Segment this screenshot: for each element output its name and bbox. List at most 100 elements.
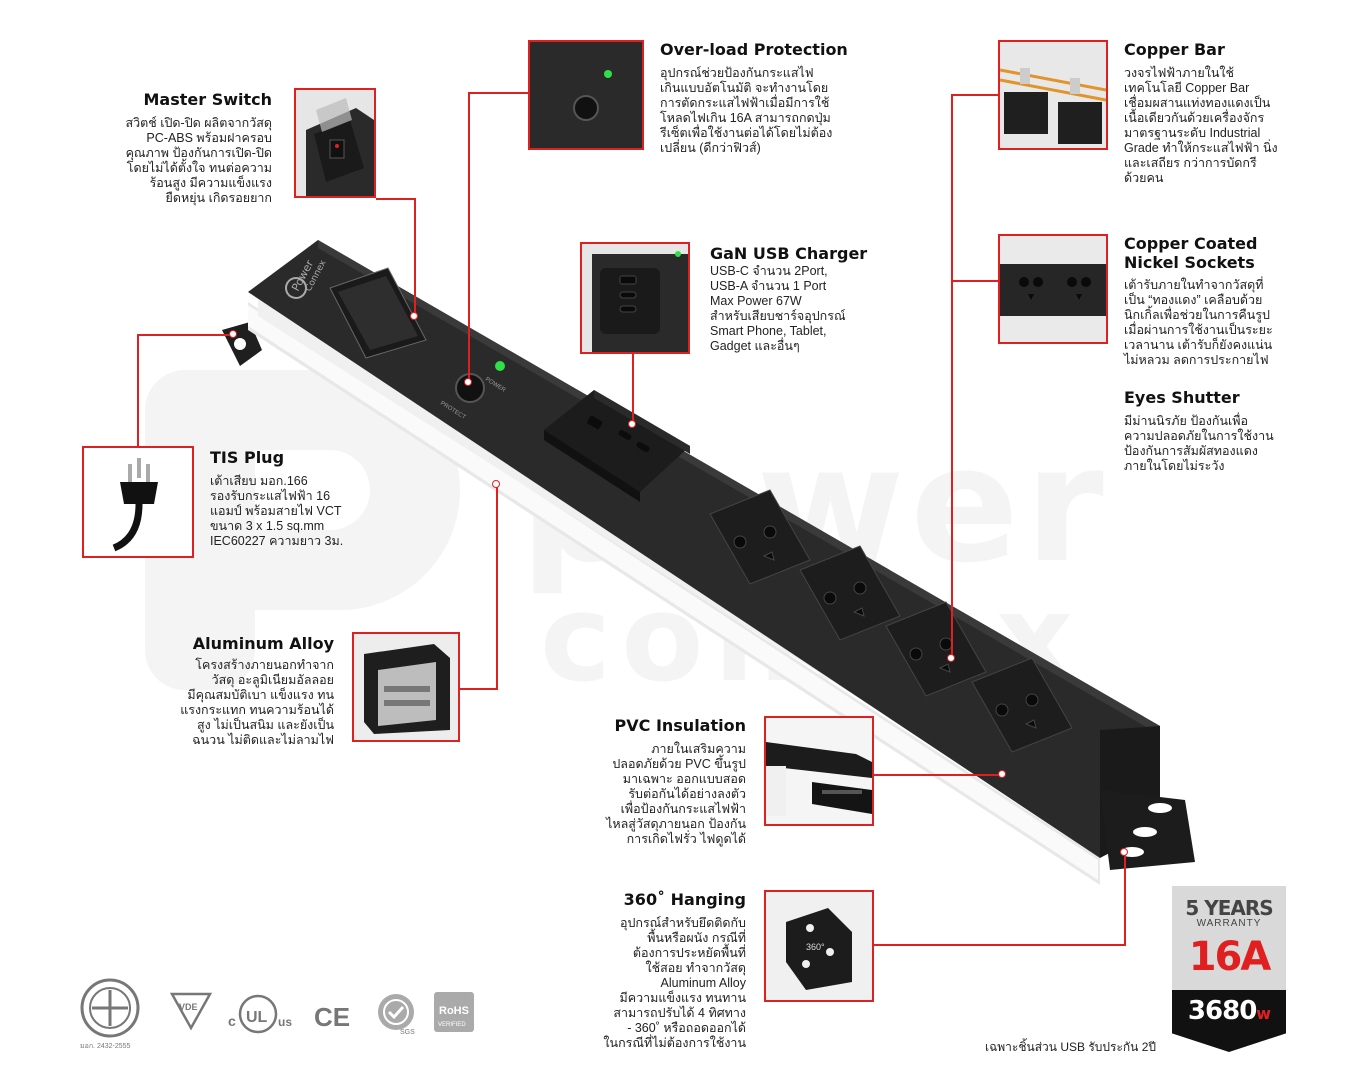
connector-alu-dot xyxy=(492,480,500,488)
desc-line: อุปกรณ์สำหรับยึดติดกับ xyxy=(619,916,746,930)
badge-bottom: 3680w xyxy=(1172,990,1286,1052)
socket-4 xyxy=(971,657,1073,753)
desc-line: เป็น “ทองแดง” เคลือบด้วย xyxy=(1124,293,1263,307)
socket-3 xyxy=(885,601,987,697)
connector-tis-h xyxy=(137,334,233,336)
desc-line: Aluminum Alloy xyxy=(660,976,746,990)
thumb-overload xyxy=(528,40,644,150)
desc-line: มีม่านนิรภัย ป้องกันเพื่อ xyxy=(1124,414,1249,428)
desc-line: แอมป์ พร้อมสายไฟ VCT xyxy=(210,504,342,518)
tis-code: มอก. 2432-2555 xyxy=(80,1043,131,1050)
title-line: Copper Coated xyxy=(1124,234,1258,253)
sockets-title: Copper Coated Nickel Sockets xyxy=(1124,234,1257,272)
badge-watt-unit: w xyxy=(1256,1004,1271,1023)
desc-line: ภายในโดยไม่ระวัง xyxy=(1124,459,1225,473)
thumb-aluminum xyxy=(352,632,460,742)
desc-line: เต้าเสียบ มอก.166 xyxy=(210,474,308,488)
connector-overload-v xyxy=(468,92,470,382)
desc-line: นิกเกิ้ลเพื่อช่วยในการคืนรูป xyxy=(1124,308,1270,322)
connector-tis-dot xyxy=(229,330,237,338)
connector-usb-h xyxy=(632,352,634,424)
desc-line: สวิตช์ เปิด-ปิด ผลิตจากวัสดุ xyxy=(125,116,272,130)
tis-cert-icon: มอก. 2432-2555 xyxy=(80,978,140,1050)
aluminum-title: Aluminum Alloy xyxy=(192,634,334,653)
desc-line: โครงสร้างภายนอกทำจาก xyxy=(195,658,334,672)
vde-cert-icon: VDE xyxy=(169,992,213,1031)
desc-line: มาตรฐานระดับ Industrial xyxy=(1124,126,1261,140)
thumb-master-switch xyxy=(294,88,376,198)
ce-cert-icon: CE xyxy=(314,1002,350,1032)
connector-copper-dot xyxy=(947,654,955,662)
desc-line: ร้อนสูง มีความแข็งแรง xyxy=(149,176,272,190)
desc-line: ไม่หลวม ลดการประกายไฟ xyxy=(1124,353,1269,367)
badge-watt-value: 3680 xyxy=(1187,996,1257,1026)
desc-line: แรงกระแทก ทนความร้อนได้ xyxy=(180,703,334,717)
connector-copper-h2 xyxy=(951,280,999,282)
master-switch-title: Master Switch xyxy=(143,90,272,109)
gan-usb-title: GaN USB Charger xyxy=(710,244,868,263)
aluminum-desc: โครงสร้างภายนอกทำจาก วัสดุ อะลูมิเนียมอั… xyxy=(150,658,334,748)
connector-hang-dot xyxy=(1120,848,1128,856)
desc-line: การตัดกระแสไฟฟ้าเมื่อมีการใช้ xyxy=(660,96,830,110)
master-switch-desc: สวิตช์ เปิด-ปิด ผลิตจากวัสดุ PC-ABS พร้อ… xyxy=(100,116,272,206)
ul-text: UL xyxy=(246,1009,268,1026)
desc-line: มีความแข็งแรง ทนทาน xyxy=(619,991,746,1005)
desc-line: วัสดุ อะลูมิเนียมอัลลอย xyxy=(211,673,334,687)
connector-overload-dot xyxy=(464,378,472,386)
overload-desc: อุปกรณ์ช่วยป้องกันกระแสไฟ เกินแบบอัตโนมั… xyxy=(660,66,860,156)
desc-line: รีเซ็ตเพื่อใช้งานต่อได้โดยไม่ต้อง xyxy=(660,126,833,140)
desc-line: - 360˚ หรือถอดออกได้ xyxy=(627,1021,746,1035)
desc-line: ขนาด 3 x 1.5 sq.mm xyxy=(210,519,325,533)
desc-line: สูง ไม่เป็นสนิม และยังเป็น xyxy=(197,718,334,732)
connector-usb-dot xyxy=(628,420,636,428)
desc-line: เชื่อมผสานแท่งทองแดงเป็น xyxy=(1124,96,1271,110)
badge-warranty: WARRANTY xyxy=(1196,918,1262,929)
socket-1 xyxy=(709,489,811,585)
connector-alu-h xyxy=(460,688,498,690)
desc-line: มีคุณสมบัติเบา แข็งแรง ทน xyxy=(187,688,334,702)
ul-c: c xyxy=(228,1013,236,1029)
connector-hang-v xyxy=(1124,852,1126,946)
desc-line: โหลดไฟเกิน 16A สามารถกดปุ่ม xyxy=(660,111,831,125)
pvc-title: PVC Insulation xyxy=(614,716,746,735)
desc-line: มาเฉพาะ ออกแบบสอด xyxy=(622,772,746,786)
socket-2 xyxy=(799,545,901,641)
shutter-title: Eyes Shutter xyxy=(1124,388,1240,407)
protect-reset-button xyxy=(455,373,485,403)
desc-line: เทคโนโลยี Copper Bar xyxy=(1124,81,1250,95)
connector-overload-h xyxy=(468,92,530,94)
gan-usb-desc: USB-C จำนวน 2Port, USB-A จำนวน 1 Port Ma… xyxy=(710,264,880,354)
desc-line: เต้ารับภายในทำจากวัสดุที่ xyxy=(1124,278,1264,292)
connector-alu-v xyxy=(496,484,498,690)
overload-title: Over-load Protection xyxy=(660,40,848,59)
connector-master-v xyxy=(414,198,416,318)
shutter-desc: มีม่านนิรภัย ป้องกันเพื่อ ความปลอดภัยในก… xyxy=(1124,414,1294,474)
warranty-badge: 5 YEARS WARRANTY 16A 3680w xyxy=(1172,886,1286,1052)
connector-tis-v xyxy=(137,334,139,446)
sockets-desc: เต้ารับภายในทำจากวัสดุที่ เป็น “ทองแดง” … xyxy=(1124,278,1294,368)
connector-hang-h xyxy=(874,944,1126,946)
desc-line: ป้องกันการสัมผัสทองแดง xyxy=(1124,444,1258,458)
thumb-hanging: 360° xyxy=(764,890,874,1002)
tis-plug-title: TIS Plug xyxy=(210,448,285,467)
hanging-desc: อุปกรณ์สำหรับยึดติดกับ พื้นหรือผนัง กรณี… xyxy=(566,916,746,1051)
desc-line: การเกิดไฟรั่ว ไฟดูดได้ xyxy=(626,832,746,846)
thumb-sockets xyxy=(998,234,1108,344)
desc-line: สำหรับเสียบชาร์จอุปกรณ์ xyxy=(710,309,846,323)
thumb-pvc xyxy=(764,716,874,826)
desc-line: เมื่อผ่านการใช้งานเป็นระยะ xyxy=(1124,323,1273,337)
connector-pvc-dot xyxy=(998,770,1006,778)
desc-line: เนื้อเดียวกันด้วยเครื่องจักร xyxy=(1124,111,1265,125)
vde-text: VDE xyxy=(179,1002,198,1012)
desc-line: Grade ทำให้กระแสไฟฟ้า นิ่ง xyxy=(1124,141,1278,155)
desc-line: ในกรณีที่ไม่ต้องการใช้งาน xyxy=(603,1036,746,1050)
rohs-text: RoHS xyxy=(439,1005,469,1017)
desc-line: ใช้สอย ทำจากวัสดุ xyxy=(645,961,746,975)
thumb-copper-bar xyxy=(998,40,1108,150)
copper-bar-title: Copper Bar xyxy=(1124,40,1225,59)
desc-line: เวลานาน เต้ารับก็ยังคงแน่น xyxy=(1124,338,1273,352)
desc-line: รองรับกระแสไฟฟ้า 16 xyxy=(210,489,331,503)
desc-line: IEC60227 ความยาว 3ม. xyxy=(210,534,344,548)
desc-line: ฉนวน ไม่ติดและไม่ลามไฟ xyxy=(192,733,334,747)
desc-line: ไหลสู่วัสดุภายนอก ป้องกัน xyxy=(606,817,746,831)
